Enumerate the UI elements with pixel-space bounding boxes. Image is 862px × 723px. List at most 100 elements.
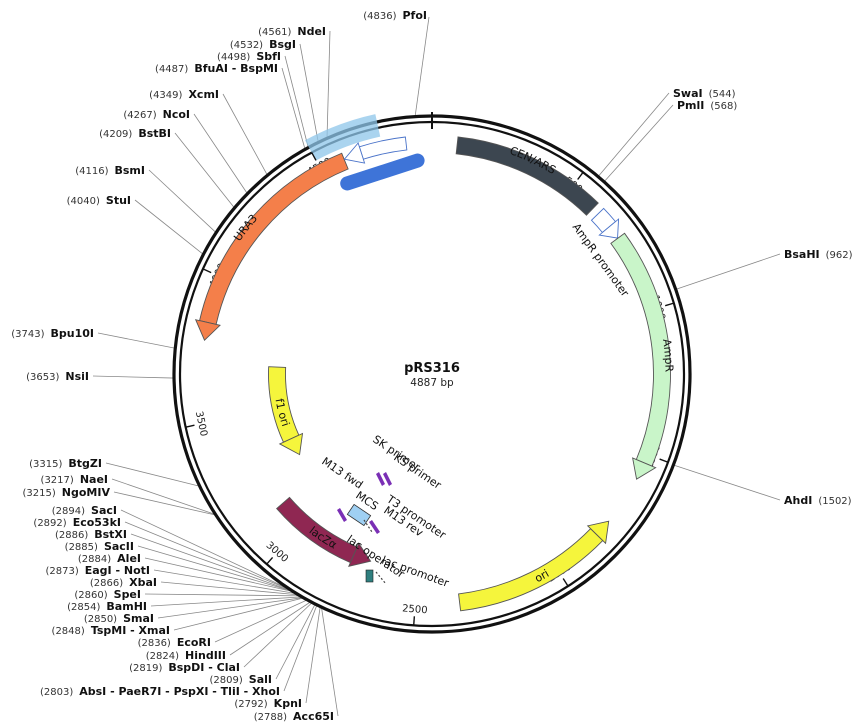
tick-mark <box>266 556 274 565</box>
feature-ori-arrowhead <box>586 520 610 545</box>
site-name: SacI <box>91 504 117 517</box>
feature-ura3 <box>199 152 349 325</box>
m13-rev-arrow <box>369 520 380 534</box>
site-position: (4487) <box>155 64 188 75</box>
site-pfoi: PfoI(4836) <box>363 9 427 22</box>
site-leader-line <box>174 132 235 209</box>
plasmid-length: 4887 bp <box>410 377 454 389</box>
site-leader-line <box>281 67 306 150</box>
site-leader-line <box>113 491 217 516</box>
site-saci: SacI(2894) <box>52 504 117 517</box>
site-leader-line <box>326 30 331 139</box>
site-sbfi: SbfI(4498) <box>217 50 281 63</box>
site-xbai: XbaI(2866) <box>90 576 157 589</box>
site-position: (4532) <box>230 40 263 51</box>
site-xcmi: XcmI(4349) <box>149 88 219 101</box>
site-position: (3653) <box>26 372 59 383</box>
site-name: XbaI <box>129 576 157 589</box>
center-title: pRS316 4887 bp <box>404 361 460 389</box>
feature-ori <box>458 528 604 612</box>
site-position: (962) <box>826 250 853 261</box>
site-position: (2860) <box>74 590 107 601</box>
site-position: (4116) <box>75 166 108 177</box>
site-leader-line <box>193 113 248 194</box>
site-name: AbsI - PaeR7I - PspXI - TliI - XhoI <box>79 685 280 698</box>
site-sali: SalI(2809) <box>210 673 272 686</box>
inner-label-m13-fwd: M13 fwd <box>319 455 365 492</box>
site-bamhi: BamHI(2854) <box>67 600 147 613</box>
site-bstxi: BstXI(2886) <box>55 528 127 541</box>
site-leader-line <box>144 557 294 593</box>
site-position: (2886) <box>55 530 88 541</box>
site-spei: SpeI(2860) <box>74 588 141 601</box>
site-leader-line <box>284 55 309 148</box>
site-position: (3315) <box>29 459 62 470</box>
site-naei: NaeI(3217) <box>41 473 108 486</box>
site-leader-line <box>105 462 200 487</box>
feature-ura3-promoter-arrowhead <box>343 142 366 164</box>
site-name: BstBI <box>138 127 171 140</box>
site-bsmi: BsmI(4116) <box>75 164 145 177</box>
site-position: (2819) <box>129 663 162 674</box>
site-leader-line <box>414 16 430 117</box>
site-leader-line <box>134 199 204 255</box>
tick-mark <box>202 268 212 274</box>
site-leader-line <box>597 92 670 177</box>
site-position: (2885) <box>65 542 98 553</box>
site-position: (3217) <box>41 475 74 486</box>
site-leader-line <box>111 478 216 515</box>
site-absi-paer7i-pspxi-tlii-xhoi: AbsI - PaeR7I - PspXI - TliI - XhoI(2803… <box>40 685 280 698</box>
site-bspdi-clai: BspDI - ClaI(2819) <box>129 661 240 674</box>
site-position: (4498) <box>217 52 250 63</box>
site-name: NgoMIV <box>62 486 111 499</box>
site-nsii: NsiI(3653) <box>26 370 89 383</box>
site-hindiii: HindIII(2824) <box>146 649 226 662</box>
site-leader-line <box>137 545 294 592</box>
ks-primer-arrow <box>383 472 392 486</box>
site-position: (4836) <box>363 11 396 22</box>
site-name: SmaI <box>123 612 154 625</box>
feature-label-ampr: AmpR <box>660 338 676 373</box>
restriction-sites: PfoI(4836)NdeI(4561)BsgI(4532)SbfI(4498)… <box>11 9 852 723</box>
site-leader-line <box>150 596 303 607</box>
site-position: (2892) <box>33 518 66 529</box>
site-leader-line <box>603 104 674 183</box>
site-leader-line <box>299 43 319 143</box>
site-position: (4040) <box>67 196 100 207</box>
t3-promoter-mark <box>363 519 373 533</box>
site-leader-line <box>675 253 781 290</box>
site-sacii: SacII (2885) <box>65 540 134 553</box>
tick-label: 3500 <box>193 410 209 437</box>
site-acc65i: Acc65I(2788) <box>254 710 334 723</box>
site-bsahi: BsaHI(962) <box>784 248 853 261</box>
feature-ura3-promoter <box>358 136 408 160</box>
site-position: (2873) <box>45 566 78 577</box>
feature-label-path <box>201 158 344 340</box>
site-ncoi: NcoI(4267) <box>123 108 190 121</box>
site-leader-line <box>144 593 301 597</box>
site-alei: AleI(2884) <box>78 552 141 565</box>
m13-fwd-arrow <box>337 508 347 522</box>
site-leader-line <box>92 375 175 379</box>
inner-label-ks-primer: KS primer <box>391 451 444 492</box>
site-position: (2809) <box>210 675 243 686</box>
site-position: (568) <box>710 101 737 112</box>
site-ngomiv: NgoMIV(3215) <box>23 486 111 499</box>
site-name: PmlI <box>677 99 704 112</box>
site-bstbi: BstBI(4209) <box>99 127 171 140</box>
tick-mark <box>413 616 416 626</box>
site-leader-line <box>160 581 299 596</box>
site-leader-line <box>305 606 321 704</box>
feature-f1-ori-arrowhead <box>278 432 304 456</box>
site-name: KpnI <box>274 697 302 710</box>
site-name: AleI <box>117 552 141 565</box>
site-name: SacII <box>104 540 134 553</box>
site-leader-line <box>673 464 781 501</box>
highlighted-region-band <box>305 114 381 161</box>
site-leader-line <box>97 332 176 349</box>
site-leader-line <box>120 509 291 591</box>
site-position: (2854) <box>67 602 100 613</box>
site-smai: SmaI(2850) <box>84 612 154 625</box>
tick-mark <box>185 424 195 428</box>
